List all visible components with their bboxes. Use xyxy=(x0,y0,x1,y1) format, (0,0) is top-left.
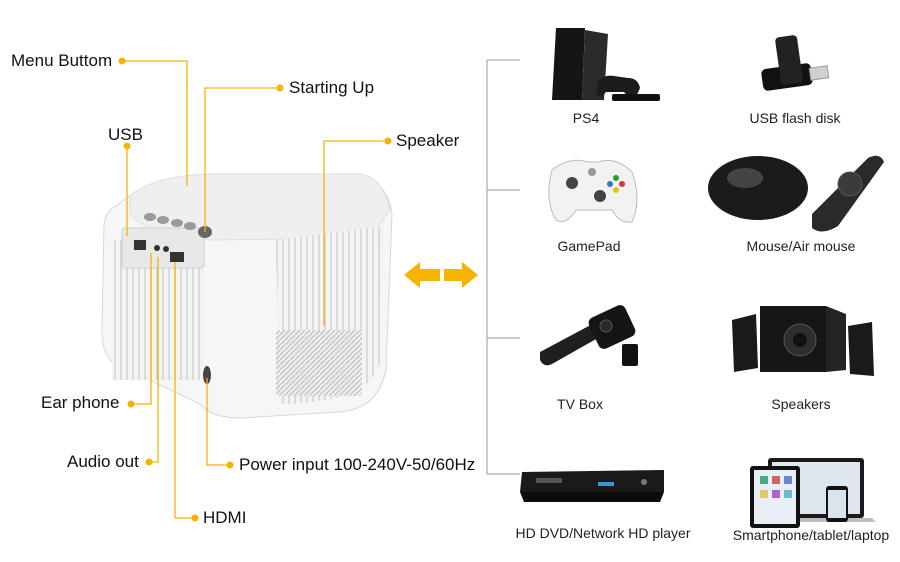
connection-bracket xyxy=(486,59,520,475)
usb-disk-icon xyxy=(761,35,830,91)
mouse-icon xyxy=(708,155,884,232)
ear-phone-label: Ear phone xyxy=(41,393,120,412)
tvbox-icon xyxy=(540,305,638,366)
gamepad-icon xyxy=(548,159,638,223)
speaker-label: Speaker xyxy=(396,131,460,150)
usb-label: USB xyxy=(108,125,143,144)
callout-dots xyxy=(118,57,392,522)
menu-button-label: Menu Buttom xyxy=(11,51,113,70)
projector xyxy=(101,173,393,419)
power-input-label: Power input 100-240V-50/60Hz xyxy=(239,455,476,474)
starting-up-label: Starting Up xyxy=(289,78,375,97)
audio-out-label: Audio out xyxy=(67,452,139,471)
smart-devices-icon xyxy=(750,458,876,528)
speakers-label: Speakers xyxy=(771,396,831,412)
dvd-player-icon xyxy=(520,470,664,502)
double-arrow-icon xyxy=(404,262,478,288)
hdmi-label: HDMI xyxy=(203,508,247,527)
mouse-label: Mouse/Air mouse xyxy=(746,238,856,254)
dvd-player-label: HD DVD/Network HD player xyxy=(515,525,691,541)
tvbox-label: TV Box xyxy=(557,396,603,412)
ps4-icon xyxy=(552,28,660,101)
callout-lines xyxy=(122,60,388,519)
ps4-label: PS4 xyxy=(572,110,600,126)
usb-disk-label: USB flash disk xyxy=(749,110,841,126)
smart-devices-label: Smartphone/tablet/laptop xyxy=(732,527,890,543)
speakers-icon xyxy=(732,306,874,376)
gamepad-label: GamePad xyxy=(557,238,621,254)
